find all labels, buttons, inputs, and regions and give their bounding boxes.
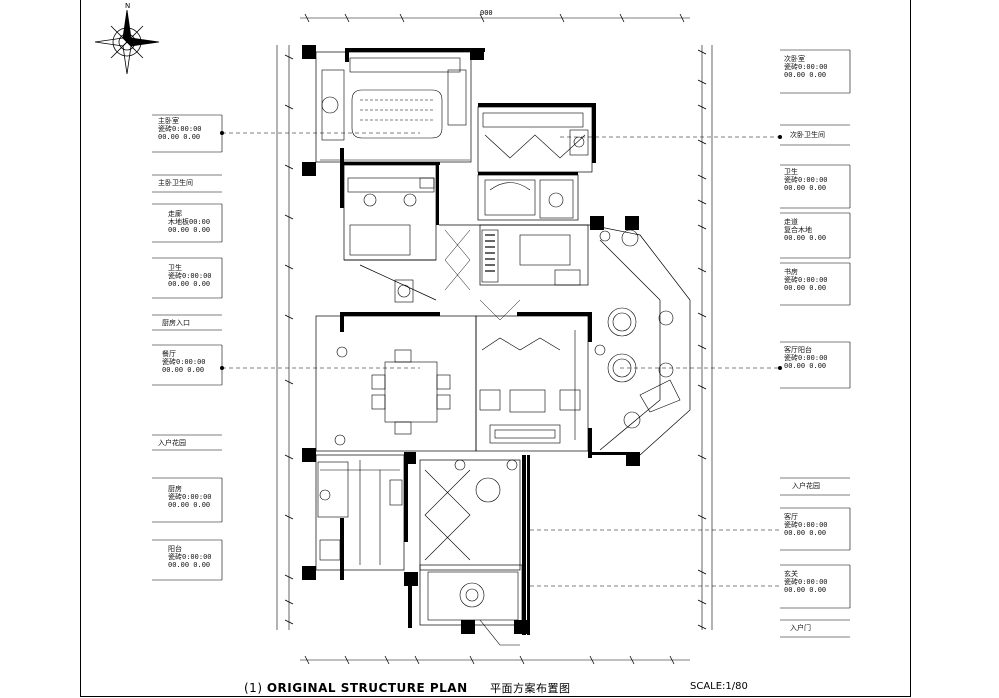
callout-leader-lines: [222, 132, 780, 587]
left-callout-6: 入户花园: [158, 439, 186, 447]
right-callout-6: 入户花园: [792, 482, 820, 490]
second-bedroom-furniture: [482, 112, 589, 159]
drawing-title-en: ORIGINAL STRUCTURE PLAN: [266, 681, 468, 695]
drawing-frame: [80, 0, 911, 697]
dimension-lines: [276, 17, 713, 661]
foyer-and-entry-garden: [424, 459, 520, 646]
kitchen-fixtures: [317, 460, 403, 565]
left-callout-1: 主卧卫生间: [158, 179, 193, 187]
right-callout-9: 入户门: [790, 624, 811, 632]
dining-table: [334, 346, 451, 446]
study-furniture: [481, 229, 581, 286]
drawing-title-cn: 平面方案布置图: [489, 682, 571, 695]
master-bedroom-furniture: [320, 57, 470, 161]
drawing-title: (1) ORIGINAL STRUCTURE PLAN 平面方案布置图: [244, 680, 570, 696]
top-dimension-label: 000: [480, 9, 493, 17]
svg-text:N: N: [125, 2, 130, 10]
living-room-sofa: [479, 330, 581, 444]
bathroom-fixtures: [347, 177, 574, 303]
left-callout-4: 厨房入口: [162, 319, 190, 327]
drawing-prefix: (1): [244, 681, 263, 695]
compass-rose-icon: N: [94, 2, 160, 75]
structural-walls: [302, 45, 640, 635]
balcony-round-tables: [594, 229, 681, 429]
left-callout-brackets: [152, 114, 223, 581]
hallway-floor-pattern: [444, 229, 521, 321]
partition-lines: [315, 51, 691, 626]
right-callout-1: 次卧卫生间: [790, 131, 825, 139]
right-callout-brackets: [780, 49, 851, 638]
drawing-scale: SCALE:1/80: [690, 681, 748, 692]
